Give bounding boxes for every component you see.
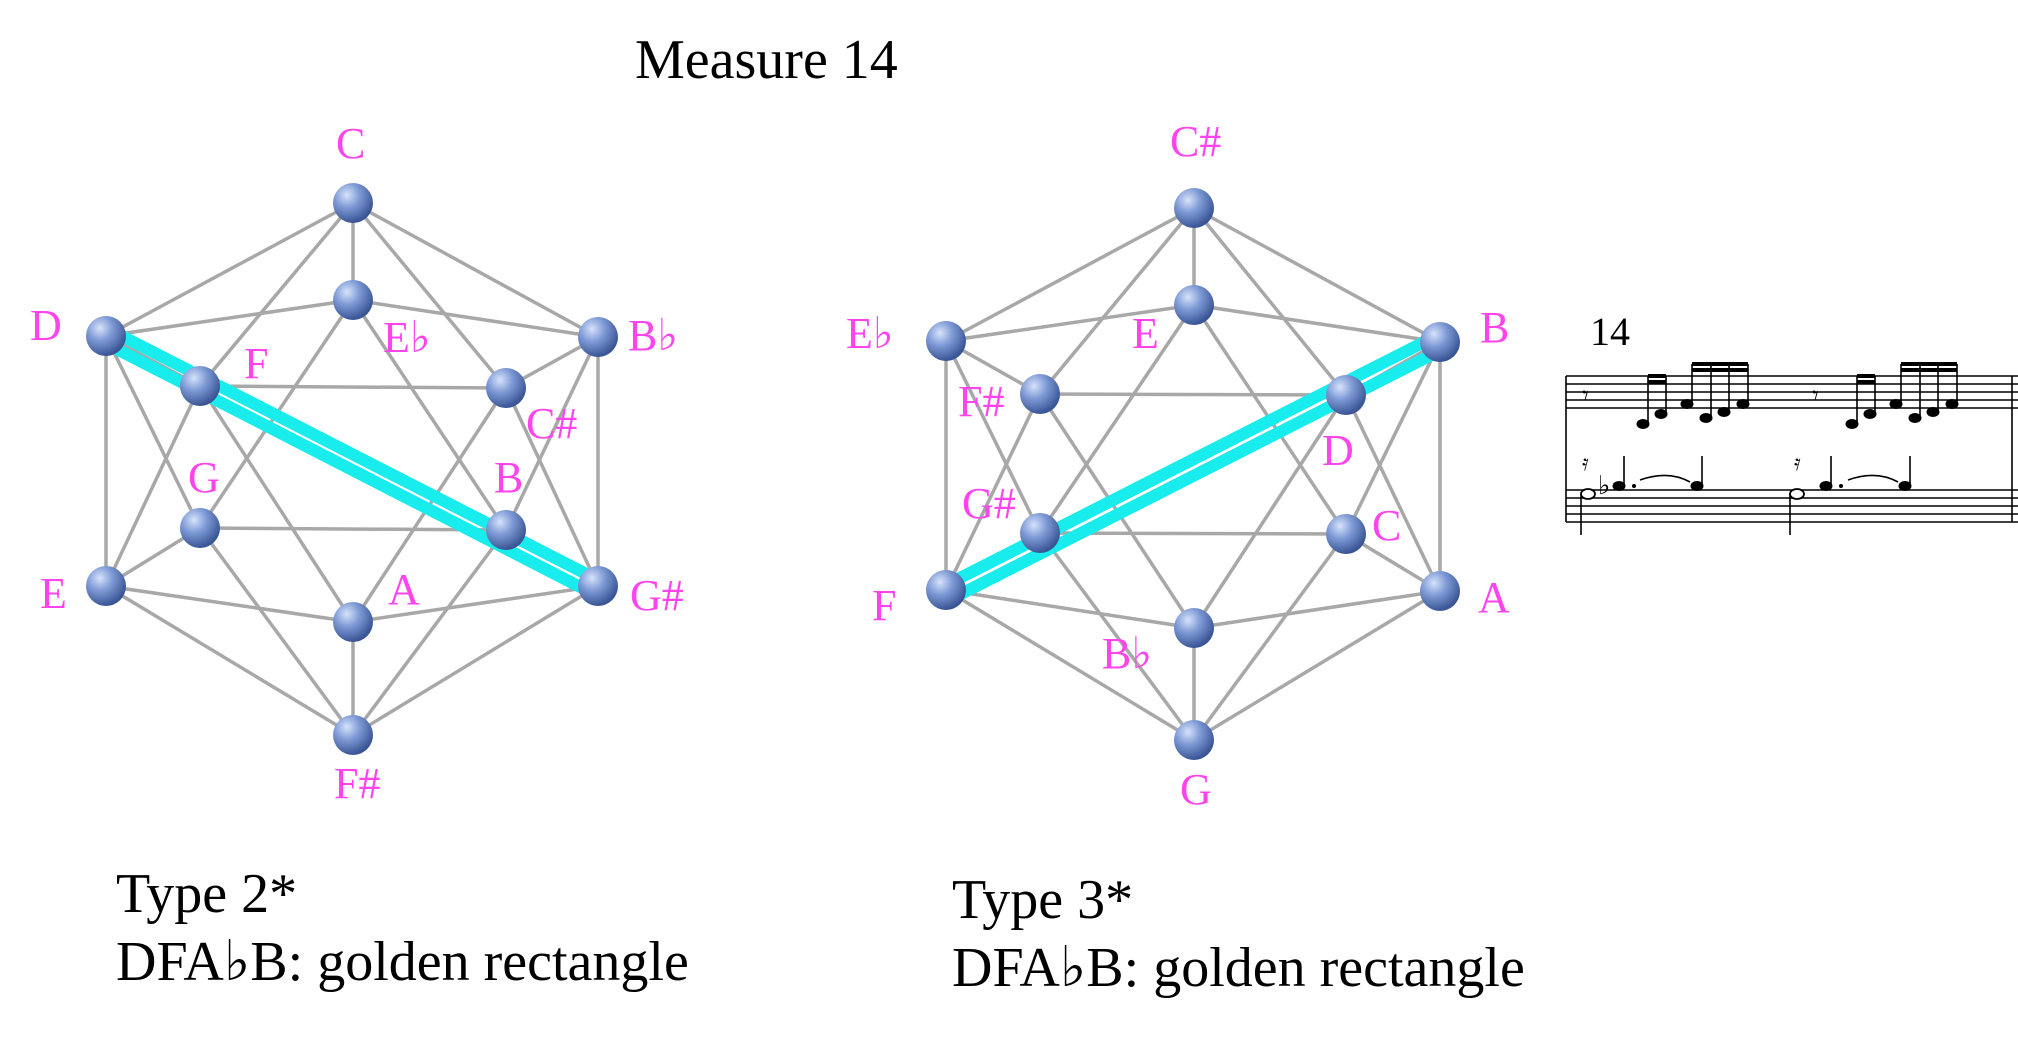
- caption-description-line: DFA♭B: golden rectangle: [952, 937, 1525, 999]
- music-score-excerpt: 𝄾 𝄾 �: [1565, 362, 2018, 535]
- vertex: [1174, 720, 1214, 760]
- vertex: [486, 368, 526, 408]
- vertex-label-back-lower-right: B: [494, 453, 523, 502]
- vertex-label-back-upper-left: F#: [958, 377, 1004, 426]
- vertex: [1174, 285, 1214, 325]
- vertex: [1420, 322, 1460, 362]
- vertex: [1326, 375, 1366, 415]
- caption-type-line: Type 2*: [116, 863, 298, 925]
- vertex: [926, 570, 966, 610]
- vertex-label-back-top: E♭: [383, 313, 431, 362]
- notes: 𝄾 𝄾 �: [1580, 362, 1959, 535]
- vertex: [333, 602, 373, 642]
- vertex-labels: C# E♭ B F A G E F# D G# C B♭: [846, 117, 1510, 814]
- vertex-label-lower-left: F: [872, 581, 896, 630]
- measure-number: 14: [1590, 309, 1630, 354]
- vertex: [926, 321, 966, 361]
- vertices: [926, 188, 1460, 760]
- vertex-label-bottom: F#: [334, 759, 380, 808]
- caption-right: Type 3* DFA♭B: golden rectangle: [952, 866, 1525, 1002]
- vertex: [578, 566, 618, 606]
- barlines: [1565, 376, 2013, 522]
- svg-text:𝄿: 𝄿: [1794, 451, 1801, 476]
- vertex: [1326, 514, 1366, 554]
- vertex-label-top: C: [336, 119, 365, 168]
- svg-text:𝄾: 𝄾: [1582, 381, 1589, 411]
- vertex-label-back-top: E: [1132, 309, 1159, 358]
- vertex-label-bottom: G: [1180, 765, 1212, 814]
- vertex-label-back-lower-right: C: [1372, 501, 1401, 550]
- caption-description-line: DFA♭B: golden rectangle: [116, 931, 689, 993]
- vertex: [486, 510, 526, 550]
- vertex-label-lower-right: G#: [630, 571, 684, 620]
- vertex: [578, 317, 618, 357]
- vertex-label-back-upper-right: C#: [526, 399, 577, 448]
- vertex: [333, 715, 373, 755]
- caption-type-line: Type 3*: [952, 869, 1134, 931]
- vertex: [86, 316, 126, 356]
- vertex-label-upper-right: B♭: [628, 311, 678, 360]
- vertex-label-back-lower-left: G#: [962, 479, 1016, 528]
- vertex-label-lower-left: E: [40, 569, 67, 618]
- svg-text:𝄾: 𝄾: [1812, 381, 1819, 411]
- vertex-label-back-upper-left: F: [244, 339, 268, 388]
- vertex-labels: C D B♭ E G# F# E♭ F C# G B A: [30, 119, 684, 808]
- vertex: [333, 280, 373, 320]
- page-title: Measure 14: [635, 29, 898, 91]
- vertex-label-upper-left: D: [30, 301, 62, 350]
- vertex: [1020, 374, 1060, 414]
- golden-rectangle-highlight: [945, 330, 1446, 603]
- vertex: [1420, 571, 1460, 611]
- svg-text:𝄿: 𝄿: [1582, 451, 1589, 476]
- vertex: [86, 566, 126, 606]
- vertex-label-lower-right: A: [1478, 573, 1510, 622]
- vertices: [86, 183, 618, 755]
- vertex-label-back-upper-right: D: [1322, 426, 1354, 475]
- vertex-label-top: C#: [1170, 117, 1221, 166]
- vertex: [180, 366, 220, 406]
- vertex: [180, 508, 220, 548]
- vertex-label-upper-right: B: [1480, 303, 1509, 352]
- caption-left: Type 2* DFA♭B: golden rectangle: [116, 860, 689, 996]
- vertex: [1174, 608, 1214, 648]
- vertex-label-back-bottom: B♭: [1102, 629, 1152, 678]
- vertex-label-back-bottom: A: [388, 565, 420, 614]
- vertex: [1020, 513, 1060, 553]
- vertex-label-upper-left: E♭: [846, 309, 894, 358]
- vertex-label-back-lower-left: G: [188, 453, 220, 502]
- vertex: [333, 183, 373, 223]
- svg-text:♭: ♭: [1598, 471, 1610, 501]
- staff-lines: [1566, 375, 2018, 523]
- vertex: [1174, 188, 1214, 228]
